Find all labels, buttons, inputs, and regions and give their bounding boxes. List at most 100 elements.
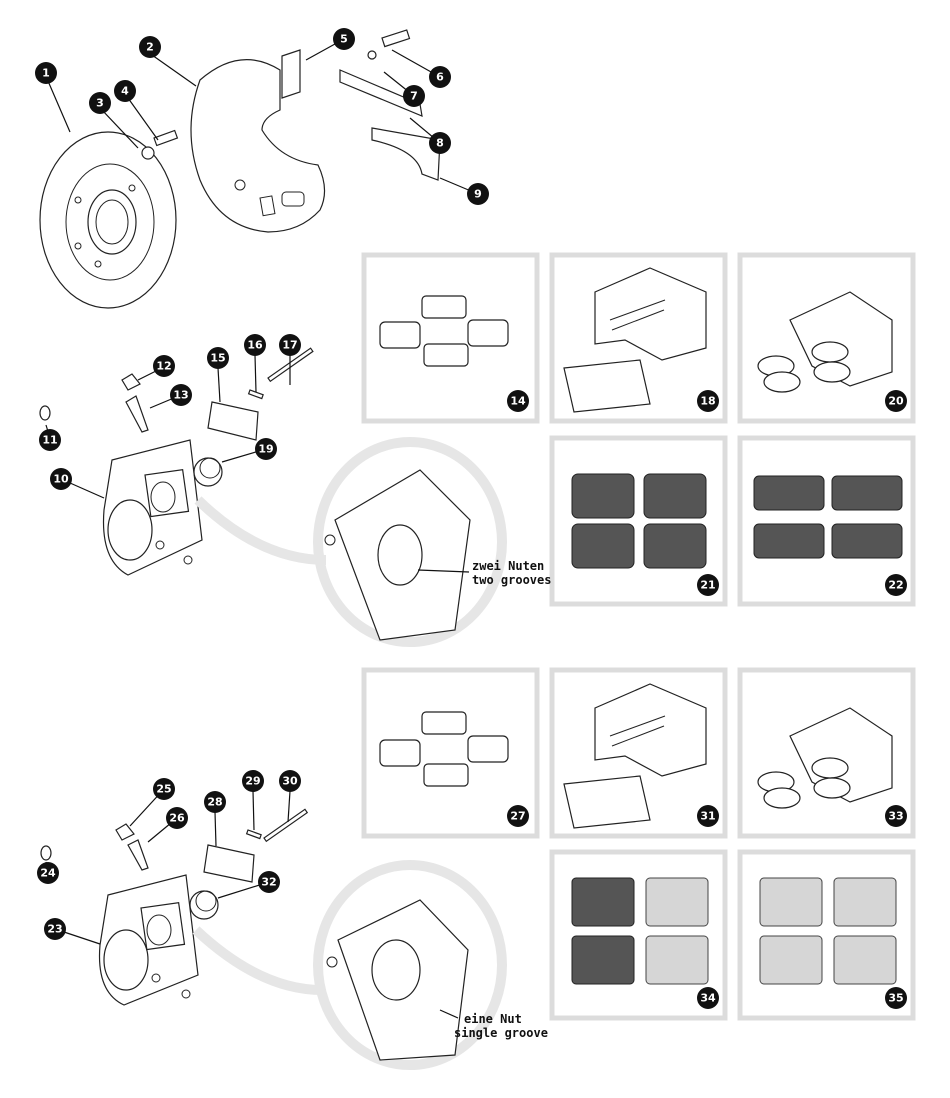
callout-5-label: 5 (340, 33, 348, 46)
callout-2-label: 2 (146, 41, 154, 54)
callout-9: 9 (467, 183, 489, 205)
bracket-parts (339, 29, 441, 181)
panel-31 (549, 667, 728, 839)
callout-13-label: 13 (173, 389, 188, 402)
callout-23-label: 23 (47, 923, 62, 936)
callout-4: 4 (114, 80, 136, 102)
callout-7-label: 7 (410, 90, 418, 103)
pad-pin (263, 808, 309, 843)
note-single-groove-en: single groove (454, 1026, 548, 1040)
caliper-twin-groove (102, 439, 203, 576)
callout-18: 18 (697, 390, 719, 412)
callout-30: 30 (279, 770, 301, 792)
callout-16-label: 16 (247, 339, 263, 352)
callout-27: 27 (507, 805, 529, 827)
callout-22-label: 22 (888, 579, 903, 592)
callout-20: 20 (885, 390, 907, 412)
bleed-screw (125, 395, 149, 433)
callout-23: 23 (44, 918, 66, 940)
callout-33-label: 33 (888, 810, 903, 823)
callout-4-label: 4 (121, 85, 129, 98)
callout-26: 26 (166, 807, 188, 829)
anti-squeal-shim (203, 844, 255, 883)
disc-bolt (141, 129, 179, 160)
callout-29: 29 (242, 770, 264, 792)
callout-16: 16 (244, 334, 266, 356)
callout-19-label: 19 (258, 443, 273, 456)
callout-24-label: 24 (40, 867, 56, 880)
note-single-groove-de: eine Nut (464, 1012, 522, 1026)
callout-7: 7 (403, 85, 425, 107)
callout-13: 13 (170, 384, 192, 406)
bleed-cap (121, 373, 141, 391)
callout-29-label: 29 (245, 775, 260, 788)
retaining-clip (245, 829, 262, 840)
callout-21: 21 (697, 574, 719, 596)
panel-20 (737, 252, 916, 424)
callout-14: 14 (507, 390, 529, 412)
anti-squeal-shim (207, 401, 259, 441)
callout-15-label: 15 (210, 352, 225, 365)
callout-14-label: 14 (510, 395, 526, 408)
panel-35 (737, 849, 916, 1021)
panel-18 (549, 252, 728, 424)
panel-34 (549, 849, 728, 1021)
callout-31: 31 (697, 805, 719, 827)
callout-12-label: 12 (156, 360, 171, 373)
seal-ring (40, 845, 52, 861)
callout-15: 15 (207, 347, 229, 369)
callout-22: 22 (885, 574, 907, 596)
callout-8-label: 8 (436, 137, 444, 150)
brake-disc (39, 131, 177, 309)
panel-21 (549, 435, 728, 607)
panel-22 (737, 435, 916, 607)
callout-1: 1 (35, 62, 57, 84)
callout-25-label: 25 (156, 783, 171, 796)
panel-27 (361, 667, 540, 839)
note-two-grooves-en: two grooves (472, 573, 551, 587)
callout-35-label: 35 (888, 992, 903, 1005)
callout-32-label: 32 (261, 876, 276, 889)
callout-9-label: 9 (474, 188, 482, 201)
retaining-clip (247, 389, 264, 400)
callout-24: 24 (37, 862, 59, 884)
callout-11: 11 (39, 429, 61, 451)
callout-18-label: 18 (700, 395, 715, 408)
callout-5: 5 (333, 28, 355, 50)
caliper-single-groove (98, 874, 199, 1006)
callout-25: 25 (153, 778, 175, 800)
callout-31-label: 31 (700, 810, 715, 823)
panel-33 (737, 667, 916, 839)
callout-3-label: 3 (96, 97, 104, 110)
callout-8: 8 (429, 132, 451, 154)
callout-3: 3 (89, 92, 111, 114)
callout-21-label: 21 (700, 579, 715, 592)
callout-17: 17 (279, 334, 301, 356)
callout-11-label: 11 (42, 434, 57, 447)
callout-2: 2 (139, 36, 161, 58)
callout-10-label: 10 (53, 473, 69, 486)
panel-14 (361, 252, 540, 424)
callout-30-label: 30 (282, 775, 298, 788)
callout-20-label: 20 (888, 395, 904, 408)
callout-28: 28 (204, 791, 226, 813)
callout-10: 10 (50, 468, 72, 490)
callout-28-label: 28 (207, 796, 222, 809)
callout-6: 6 (429, 66, 451, 88)
callout-32: 32 (258, 871, 280, 893)
caliper-piston (189, 890, 219, 920)
callout-17-label: 17 (282, 339, 297, 352)
seal-ring (39, 405, 51, 421)
callout-12: 12 (153, 355, 175, 377)
bleed-screw (127, 839, 149, 871)
single-groove-zoom (192, 860, 507, 1070)
backing-plate (190, 49, 326, 233)
callout-1-label: 1 (42, 67, 50, 80)
caliper-piston (193, 457, 223, 487)
note-two-grooves-de: zwei Nuten (472, 559, 544, 573)
callout-33: 33 (885, 805, 907, 827)
callout-34-label: 34 (700, 992, 716, 1005)
callout-26-label: 26 (169, 812, 185, 825)
callout-34: 34 (697, 987, 719, 1009)
